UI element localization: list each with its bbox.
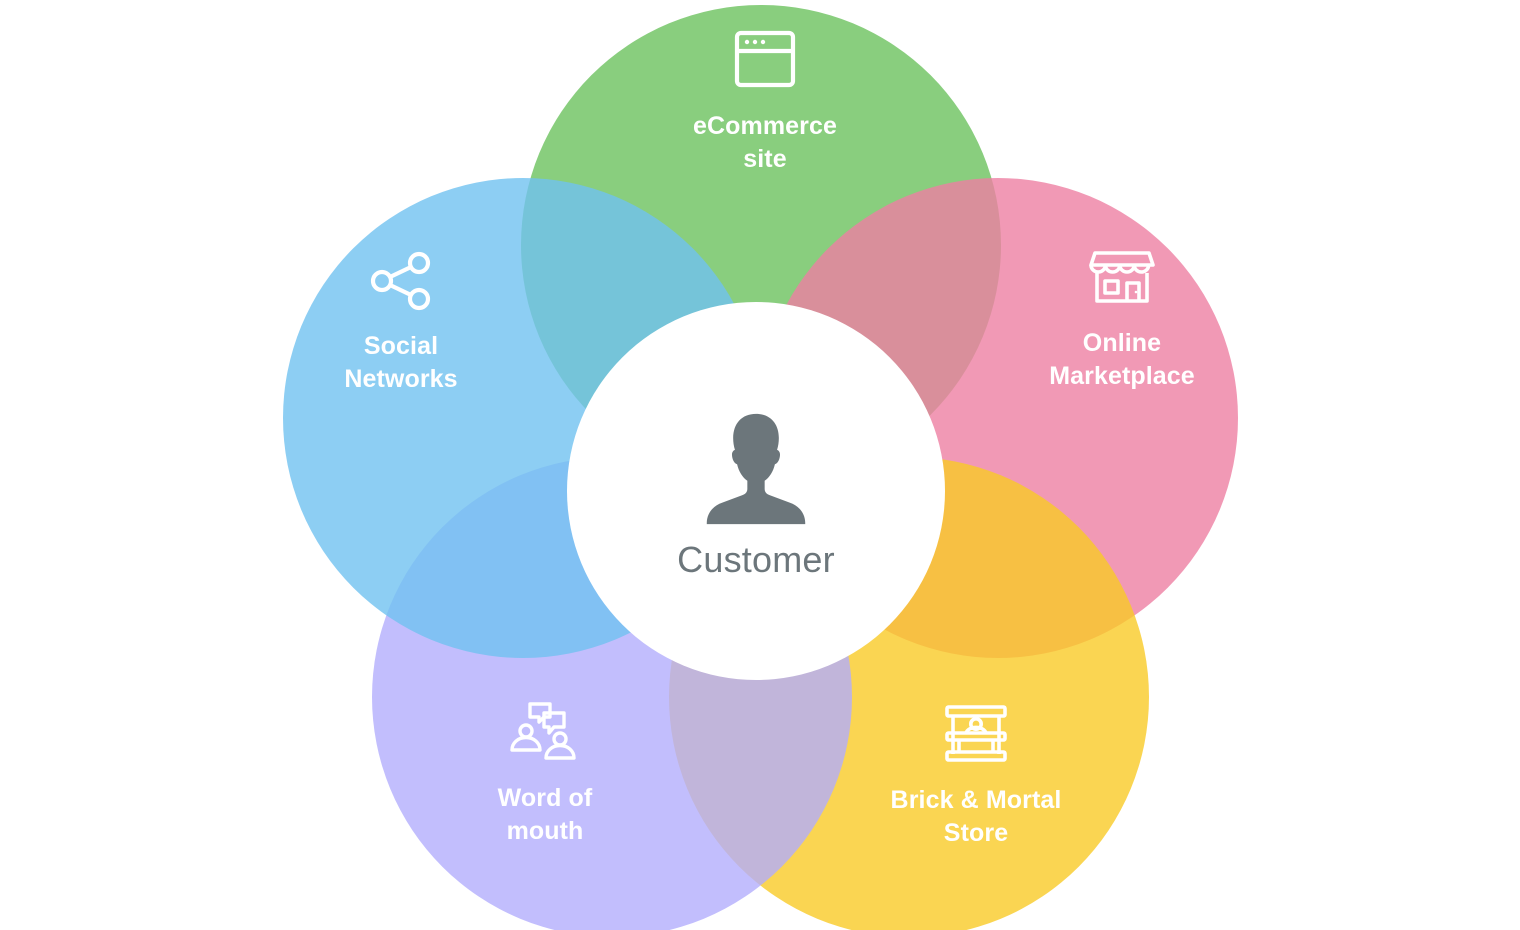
center-label: Customer (677, 538, 835, 580)
person-avatar-icon (693, 402, 819, 533)
center-hub: Customer (567, 302, 945, 680)
